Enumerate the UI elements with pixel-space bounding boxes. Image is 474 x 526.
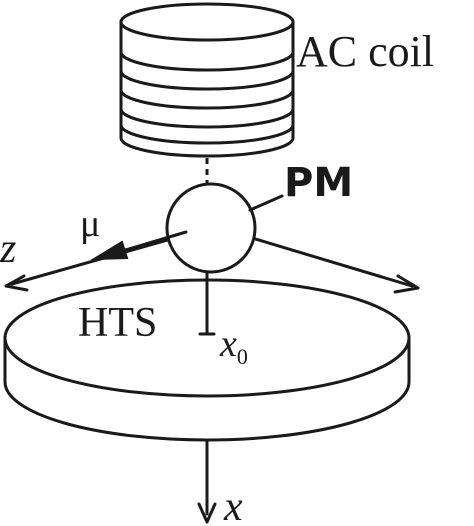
coil-ring-5 <box>119 123 295 145</box>
x0-label-sub: 0 <box>237 344 248 369</box>
z-axis-arrowhead <box>4 274 29 292</box>
coil-top <box>119 2 295 42</box>
mu-label: μ <box>80 203 100 245</box>
x-axis-label: x <box>223 484 243 526</box>
ac-coil-label: AC coil <box>296 27 434 76</box>
y-axis-arrowhead <box>393 274 420 294</box>
hts-label: HTS <box>78 300 157 346</box>
x0-label-base: x <box>219 323 237 365</box>
pm-leader-line <box>248 194 284 212</box>
coil-ring-2 <box>119 69 295 91</box>
coil-ring-4 <box>119 107 295 129</box>
mu-arrowhead <box>90 240 129 261</box>
pm-label: PM <box>284 160 353 206</box>
ac-coil <box>119 2 295 158</box>
coil-ring-1 <box>119 50 295 72</box>
pm-sphere <box>165 182 257 274</box>
coil-ring-3 <box>119 88 295 110</box>
y-axis-line <box>230 230 414 288</box>
x-axis-arrowhead <box>197 502 217 524</box>
z-axis-label: z <box>0 226 16 272</box>
x0-label: x0 <box>219 323 248 369</box>
